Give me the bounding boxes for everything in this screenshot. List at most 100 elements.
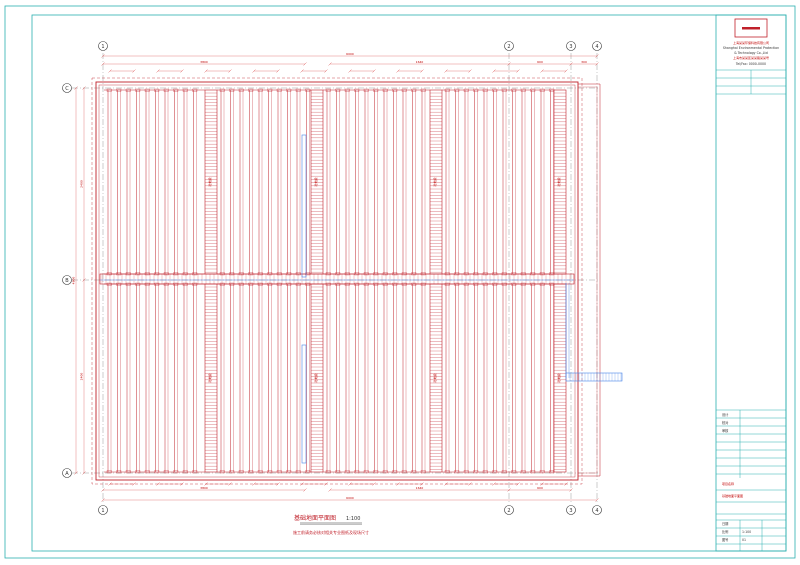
stripe-end-marker <box>363 470 369 474</box>
dim-top-fine-tick <box>444 69 448 73</box>
stripe-end-marker <box>276 470 282 474</box>
tb-approver: 审核 <box>722 428 729 433</box>
axis-bubble-1 <box>98 505 108 515</box>
dim-left-upper-tick <box>82 86 86 90</box>
stripe-end-marker <box>373 88 379 92</box>
stripe-end-marker <box>520 88 526 92</box>
stripe-end-marker <box>539 470 545 474</box>
stripe-end-marker <box>267 88 273 92</box>
stripe-end-marker <box>482 470 488 474</box>
stripe-end-marker <box>420 88 426 92</box>
dim-top-bay-left-label: 3800 <box>200 60 208 64</box>
dim-top-small-label: 600 <box>537 60 543 64</box>
axis-label-3: 3 <box>569 508 572 514</box>
stripe-end-marker <box>154 470 160 474</box>
beam-label: 砼地梁 <box>207 177 212 186</box>
beam-label: 砼地梁 <box>313 373 318 382</box>
axis-bubble-C <box>62 83 72 93</box>
stripe-end-marker <box>238 470 244 474</box>
beam-label: 砼地梁 <box>207 373 212 382</box>
dim-left-lower-tick <box>82 278 86 282</box>
stripe-end-marker <box>511 88 517 92</box>
dim-bottom-small-tick <box>507 488 511 492</box>
stripe-end-marker <box>344 88 350 92</box>
stripe-end-marker <box>335 88 341 92</box>
stripe-end-marker <box>444 470 450 474</box>
stripe-end-marker <box>238 88 244 92</box>
stripe-end-marker <box>125 470 131 474</box>
annex-inner-outline <box>578 86 598 474</box>
axis-bubble-2 <box>504 505 514 515</box>
dim-top-fine-tick <box>180 69 184 73</box>
stripe-end-marker <box>511 470 517 474</box>
title-block: 上海某某环保科技有限公司 Shanghai Environmental Prot… <box>715 14 787 552</box>
dim-top-total-label: 6000 <box>346 52 354 56</box>
dim-top-fine-tick <box>228 69 232 73</box>
stripe-end-marker <box>106 470 112 474</box>
stripe-end-marker <box>539 88 545 92</box>
dim-top-fine-tick <box>372 69 376 73</box>
sheet-outer-border <box>4 5 796 559</box>
axis-bubble-2 <box>504 41 514 51</box>
axis-bubble-1 <box>98 41 108 51</box>
stripe-end-marker <box>173 470 179 474</box>
dim-top-total-tick <box>101 54 105 58</box>
stripe-end-marker <box>354 88 360 92</box>
beam-label: 砼地梁 <box>313 177 318 186</box>
stripe-end-marker <box>411 88 417 92</box>
dim-bottom-bay-left-tick <box>303 488 307 492</box>
dim-bottom-bay-left-label: 3800 <box>200 486 208 490</box>
stripe-end-marker <box>344 470 350 474</box>
dim-bottom-total-tick <box>101 498 105 502</box>
dim-bottom-fine-tick <box>252 482 256 486</box>
plan-inner-outline <box>98 84 576 478</box>
dim-bottom-total-label: 6000 <box>346 496 354 500</box>
stripe-end-marker <box>125 88 131 92</box>
stripe-end-marker <box>420 470 426 474</box>
dim-top-bay-left-tick <box>303 62 307 66</box>
axis-bubble-B <box>62 275 72 285</box>
center-corridor <box>99 273 575 285</box>
axis-bubble-3 <box>566 505 576 515</box>
dim-top-small-tick <box>507 62 511 66</box>
stripe-end-marker <box>219 470 225 474</box>
stripe-end-marker <box>492 88 498 92</box>
dim-top-fine-tick <box>324 69 328 73</box>
stripe-end-marker <box>454 470 460 474</box>
stripe-end-marker <box>473 470 479 474</box>
drawing-scale: 1:100 <box>346 516 360 522</box>
beam-label: 砼地梁 <box>556 177 561 186</box>
dim-top-bay-right-tick <box>328 62 332 66</box>
stripe-end-marker <box>325 88 331 92</box>
plan-outline <box>95 81 579 481</box>
dim-top-fine-tick <box>156 69 160 73</box>
company-name-cn: 上海某某环保科技有限公司 <box>733 40 769 45</box>
tb-sheet-value: 01 <box>742 538 746 542</box>
dim-bottom-fine-tick <box>132 482 136 486</box>
stripe-end-marker <box>463 88 469 92</box>
stripe-end-marker <box>530 88 536 92</box>
dim-bottom-small-tick <box>569 488 573 492</box>
stripe-end-marker <box>219 88 225 92</box>
axis-label-2: 2 <box>507 508 510 514</box>
stripe-end-marker <box>392 88 398 92</box>
stripe-end-marker <box>454 88 460 92</box>
stripe-end-marker <box>286 470 292 474</box>
axis-bubble-4 <box>592 41 602 51</box>
stripe-end-marker <box>163 88 169 92</box>
stripe-end-marker <box>248 470 254 474</box>
stripe-end-marker <box>392 470 398 474</box>
stripe-end-marker <box>530 470 536 474</box>
axis-label-1: 1 <box>101 44 104 50</box>
stripe-end-marker <box>482 88 488 92</box>
dim-top-fine-tick <box>516 69 520 73</box>
stripe-end-marker <box>305 470 311 474</box>
dim-top-bay-left-tick <box>101 62 105 66</box>
company-logo <box>734 18 768 38</box>
axis-label-3: 3 <box>569 44 572 50</box>
axis-label-A: A <box>65 471 69 477</box>
stripe-end-marker <box>163 470 169 474</box>
stripe-end-marker <box>501 88 507 92</box>
